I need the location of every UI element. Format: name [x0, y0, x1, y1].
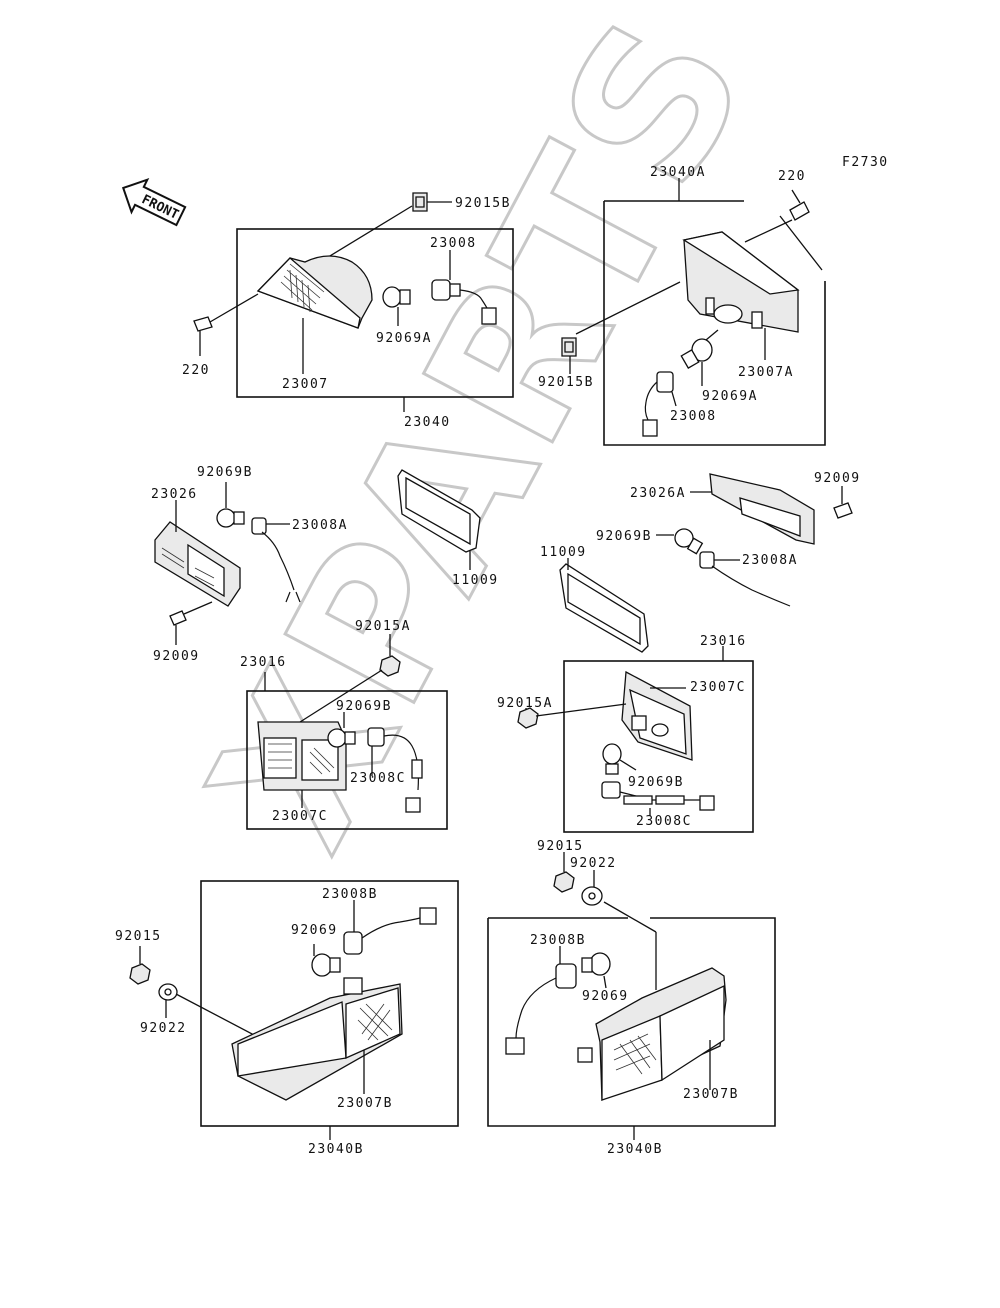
bulb-92069b-icon — [327, 728, 356, 748]
socket-23008-icon — [431, 279, 497, 325]
label-23007a: 23007A — [738, 365, 794, 380]
label-92015b: 92015B — [538, 375, 594, 390]
nut-92015-icon — [553, 871, 575, 893]
gasket-11009-b: 11009 — [540, 545, 649, 653]
label-23007b: 23007B — [683, 1087, 739, 1102]
label-11009: 11009 — [540, 545, 587, 560]
figure-code: F2730 — [842, 155, 889, 170]
socket-23008b-icon — [343, 907, 437, 955]
label-23040b: 23040B — [607, 1142, 663, 1157]
label-92069b: 92069B — [336, 699, 392, 714]
assembly-23016-left: 92015A 23016 92069B 23008C 23007C — [240, 619, 448, 830]
label-92015: 92015 — [537, 839, 584, 854]
label-23016: 23016 — [240, 655, 287, 670]
clip-92015b-icon — [412, 192, 428, 212]
assembly-23040b-right: 92015 92022 23008B 92069 23007B 23040B — [487, 839, 776, 1157]
label-23007c: 23007C — [690, 680, 746, 695]
bulb-92069a-icon — [680, 338, 713, 369]
bulb-92069-icon — [581, 952, 611, 976]
label-23007: 23007 — [282, 377, 329, 392]
nut-92015a-icon — [379, 655, 401, 677]
label-92069: 92069 — [582, 989, 629, 1004]
clip-92015b-icon — [561, 337, 577, 357]
label-23008: 23008 — [670, 409, 717, 424]
label-23007b: 23007B — [337, 1096, 393, 1111]
label-23026: 23026 — [151, 487, 198, 502]
bulb-92069b-icon — [674, 528, 704, 555]
socket-23008-icon — [642, 371, 674, 437]
assembly-box-23040b-right — [487, 917, 776, 1127]
label-23007c: 23007C — [272, 809, 328, 824]
label-92069b: 92069B — [628, 775, 684, 790]
socket-23008a-icon — [699, 551, 791, 607]
gasket-11009-a: 11009 — [397, 469, 499, 588]
assembly-23040: 92015B 23008 220 92069A 23007 23040 — [182, 192, 514, 430]
nut-92015a-icon — [517, 707, 539, 729]
screw-220-icon — [789, 201, 810, 221]
label-23008c: 23008C — [636, 814, 692, 829]
label-11009: 11009 — [452, 573, 499, 588]
label-23040b: 23040B — [308, 1142, 364, 1157]
label-92015: 92015 — [115, 929, 162, 944]
label-23040a: 23040A — [650, 165, 706, 180]
label-92069b: 92069B — [596, 529, 652, 544]
assembly-box-23016-left — [246, 690, 448, 830]
socket-23008c-icon — [601, 781, 715, 811]
label-92015b: 92015B — [455, 196, 511, 211]
bulb-92069a-icon — [382, 286, 411, 308]
nut-92015-icon — [129, 963, 151, 985]
label-92069: 92069 — [291, 923, 338, 938]
front-arrow-icon: FRONT — [121, 177, 187, 227]
label-23008c: 23008C — [350, 771, 406, 786]
assembly-23026: 92069B 23026 23008A 92009 — [151, 465, 348, 664]
label-92022: 92022 — [140, 1021, 187, 1036]
label-23008a: 23008A — [742, 553, 798, 568]
label-23026a: 23026A — [630, 486, 686, 501]
screw-92009-icon — [169, 610, 187, 626]
socket-23008c-icon — [367, 727, 423, 813]
label-23040: 23040 — [404, 415, 451, 430]
screw-92009-icon — [833, 502, 853, 519]
assembly-23040b-left: 92015 92022 23008B 92069 23007B 23040B — [115, 880, 459, 1157]
bulb-92069b-icon — [216, 508, 245, 528]
bulb-92069b-icon — [602, 743, 622, 775]
label-220: 220 — [778, 169, 806, 184]
label-92009: 92009 — [153, 649, 200, 664]
assembly-23026a: 23026A 92009 92069B 23008A — [596, 471, 861, 607]
assembly-box-23040a — [603, 200, 826, 446]
label-92069b: 92069B — [197, 465, 253, 480]
washer-92022-icon — [581, 886, 603, 906]
label-92009: 92009 — [814, 471, 861, 486]
label-92069a: 92069A — [376, 331, 432, 346]
socket-23008b-icon — [505, 963, 577, 1055]
washer-92022-icon — [158, 983, 178, 1001]
bulb-92069-icon — [311, 953, 341, 977]
label-92015a: 92015A — [355, 619, 411, 634]
assembly-23016-right: 23016 23007C 92015A 92069B 23008C — [497, 634, 754, 833]
socket-23008a-icon — [251, 517, 301, 603]
label-92022: 92022 — [570, 856, 617, 871]
assembly-box-23016-right — [563, 660, 754, 833]
label-220: 220 — [182, 363, 210, 378]
label-23016: 23016 — [700, 634, 747, 649]
label-23008: 23008 — [430, 236, 477, 251]
label-23008a: 23008A — [292, 518, 348, 533]
label-23008b: 23008B — [322, 887, 378, 902]
assembly-23040a: 23040A 220 92015B 23007A 92069A 23008 — [538, 165, 826, 446]
screw-220-icon — [193, 316, 213, 332]
label-23008b: 23008B — [530, 933, 586, 948]
label-92069a: 92069A — [702, 389, 758, 404]
label-92015a: 92015A — [497, 696, 553, 711]
